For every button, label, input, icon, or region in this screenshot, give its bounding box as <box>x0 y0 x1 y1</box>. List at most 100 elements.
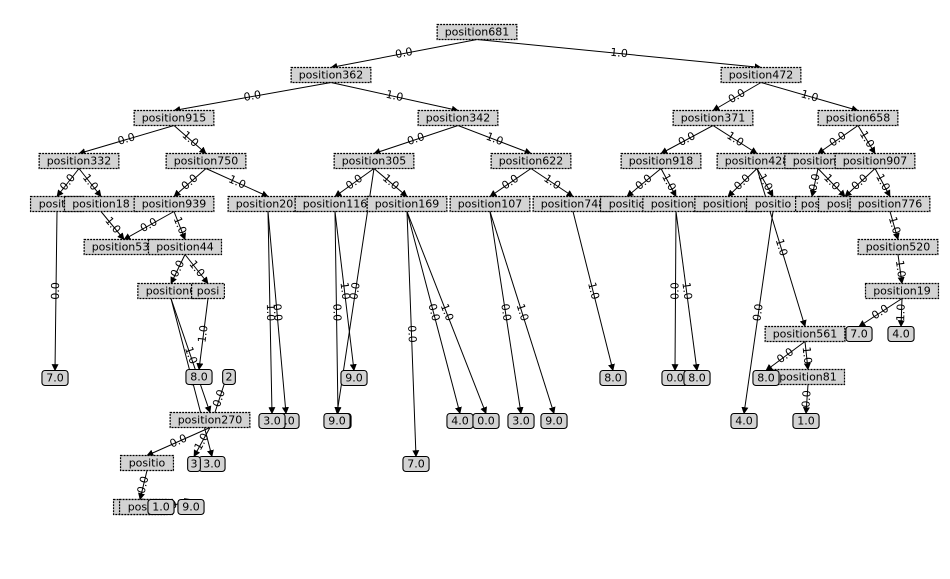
edge-label: 0.0 <box>827 129 849 150</box>
node-label: position915 <box>142 112 207 125</box>
leaf-node: 8.0 <box>599 369 627 387</box>
node-box <box>417 109 499 127</box>
edge-label: 0.0 <box>330 304 343 322</box>
node-box <box>133 195 215 213</box>
node-label: 3.0 <box>263 415 281 428</box>
leaf-box <box>222 368 236 386</box>
split-node: position270 <box>169 411 251 429</box>
tree-edge <box>170 254 186 285</box>
edge-label: 1.0 <box>893 259 908 278</box>
node-label: 3 <box>191 458 198 471</box>
leaf-node: 1.0 <box>792 412 820 430</box>
tree-edge <box>334 211 342 415</box>
edge-label: 1.0 <box>799 87 819 104</box>
split-node: position472 <box>720 66 802 84</box>
tree-edge <box>267 211 289 415</box>
split-node: position915 <box>133 109 215 127</box>
split-node: position748 <box>532 195 614 213</box>
edge-label: 1.0 <box>857 128 877 150</box>
leaf-node: 9.0 <box>323 412 351 430</box>
leaf-box <box>683 369 711 387</box>
leaf-box <box>599 369 627 387</box>
node-label: 4.0 <box>451 415 469 428</box>
node-box <box>133 109 215 127</box>
tree-edge <box>802 384 810 415</box>
edge-label: 0.0 <box>499 172 521 193</box>
edge-label: 1.0 <box>659 171 679 193</box>
node-label: 8.0 <box>688 372 706 385</box>
node-label: position8 <box>651 198 702 211</box>
tree-edge <box>78 125 175 156</box>
leaf-box <box>340 369 368 387</box>
node-label: 7.0 <box>850 328 868 341</box>
node-label: position907 <box>843 155 908 168</box>
tree-edge <box>170 298 212 414</box>
node-label: 4.0 <box>735 415 753 428</box>
node-label: position44 <box>156 241 214 254</box>
split-node: position305 <box>333 152 415 170</box>
tree-edge <box>330 39 478 70</box>
tree-edge <box>138 470 148 501</box>
tree-edge <box>858 298 903 327</box>
node-label: 0.0 <box>666 372 684 385</box>
leaf-box <box>185 368 213 386</box>
node-box <box>490 152 572 170</box>
node-label: position748 <box>541 198 606 211</box>
leaf-node: 7.0 <box>845 325 873 343</box>
leaf-box <box>41 369 69 387</box>
tree-edge <box>406 211 487 415</box>
node-box <box>290 66 372 84</box>
node-label: 3.0 <box>203 458 221 471</box>
leaf-node: 0.0 <box>472 412 500 430</box>
node-label: 0.0 <box>477 415 495 428</box>
tree-edge <box>406 211 420 458</box>
edge-label: 0.0 <box>806 172 822 192</box>
edge-label: 0.0 <box>405 130 426 148</box>
leaf-node: 8.0 <box>185 368 213 386</box>
node-box <box>165 152 247 170</box>
edge-label: 1.0 <box>171 215 189 236</box>
edge-label: 1.0 <box>886 215 903 235</box>
tree-edge <box>897 254 905 285</box>
tree-edge <box>756 168 774 198</box>
split-node: position371 <box>672 109 754 127</box>
split-node: position561 <box>764 325 846 343</box>
leaf-node: 1.0 <box>147 498 175 516</box>
node-label: posi <box>197 285 220 298</box>
tree-edge <box>530 168 574 197</box>
split-node: position342 <box>417 109 499 127</box>
node-label: 7.0 <box>46 372 64 385</box>
leaf-node: 3.0 <box>198 455 226 473</box>
edge-label: 1.0 <box>610 46 629 61</box>
node-box <box>857 238 939 256</box>
edge-label: 1.0 <box>385 88 405 104</box>
node-label: position116 <box>303 198 368 211</box>
node-box <box>38 152 120 170</box>
edge-label: 0.0 <box>168 432 189 451</box>
split-node: position536 <box>83 238 165 256</box>
node-box <box>672 109 754 127</box>
tree-edge <box>817 168 846 198</box>
edge-label: 0.0 <box>774 345 796 366</box>
node-label: position622 <box>499 155 564 168</box>
node-label: 2 <box>226 371 233 384</box>
split-node: position428 <box>716 152 798 170</box>
split-node: position658 <box>817 109 899 127</box>
node-label: posi <box>801 198 824 211</box>
tree-edge <box>334 168 375 197</box>
node-label: position536 <box>92 241 157 254</box>
edge-label: 1.0 <box>585 281 602 301</box>
edge-label: 0.0 <box>168 258 187 279</box>
node-label: position342 <box>426 112 491 125</box>
tree-edge <box>489 211 556 415</box>
leaf-box <box>177 498 205 516</box>
tree-edge <box>671 211 679 372</box>
split-node: position750 <box>165 152 247 170</box>
leaf-node: 8.0 <box>683 369 711 387</box>
edge-label: 1.0 <box>873 171 893 193</box>
node-label: position18 <box>72 198 130 211</box>
leaf-box <box>730 412 758 430</box>
split-node: position362 <box>290 66 372 84</box>
split-node: position169 <box>366 195 448 213</box>
